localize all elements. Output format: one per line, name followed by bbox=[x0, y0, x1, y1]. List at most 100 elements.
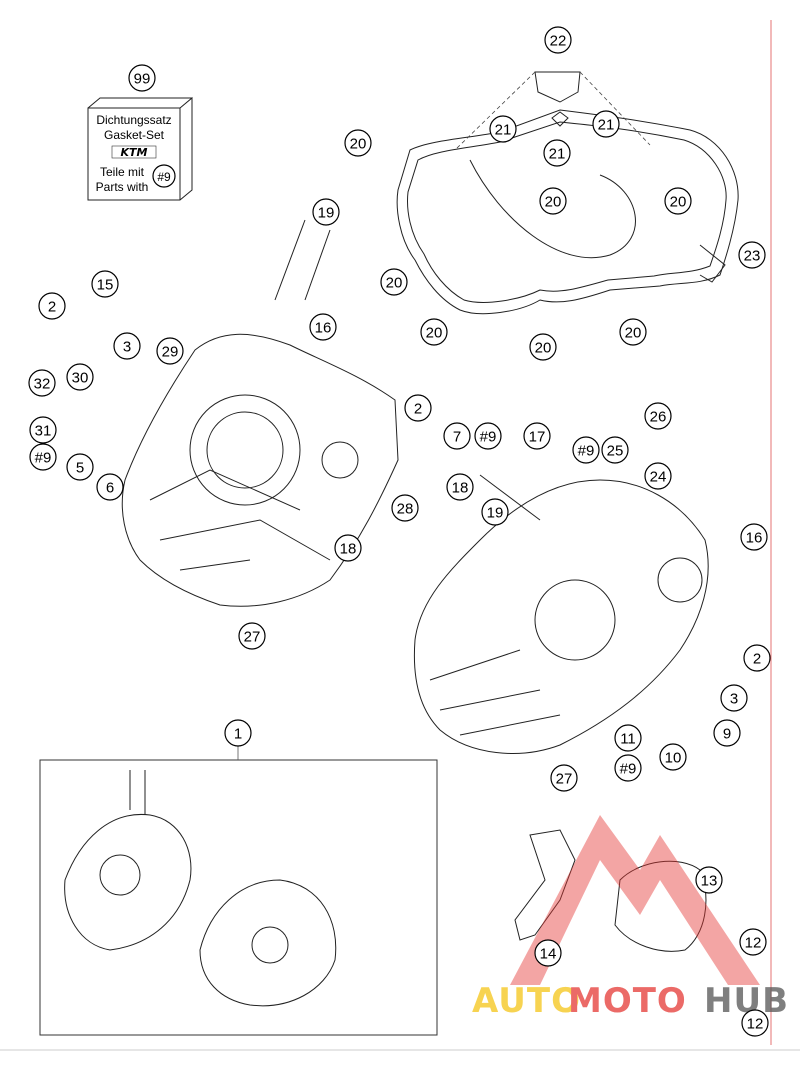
callout-circle bbox=[523, 422, 551, 450]
callout-label: 12 bbox=[745, 935, 762, 952]
callout-15: 15 bbox=[91, 270, 119, 298]
callout-circle bbox=[738, 241, 766, 269]
callout-17: 17 bbox=[523, 422, 551, 450]
callout-circle bbox=[592, 110, 620, 138]
callout-circle bbox=[543, 139, 571, 167]
callout-ref-9: #9 bbox=[572, 436, 600, 464]
callout-circle bbox=[91, 270, 119, 298]
callout-20: 20 bbox=[664, 187, 692, 215]
callout-circle bbox=[695, 866, 723, 894]
callout-label: 20 bbox=[350, 136, 367, 153]
callout-label: 20 bbox=[386, 275, 403, 292]
callout-label: 20 bbox=[426, 325, 443, 342]
callout-20: 20 bbox=[344, 129, 372, 157]
gasket-set-line1: Dichtungssatz bbox=[96, 113, 171, 127]
callout-18: 18 bbox=[446, 473, 474, 501]
callout-label: 14 bbox=[540, 946, 557, 963]
callout-circle bbox=[404, 394, 432, 422]
callout-label: 20 bbox=[670, 194, 687, 211]
callout-label: 12 bbox=[747, 1016, 764, 1033]
right-crankcase-half bbox=[413, 474, 709, 754]
callout-label: 27 bbox=[244, 629, 261, 646]
callout-2: 2 bbox=[743, 644, 771, 672]
callout-21: 21 bbox=[592, 110, 620, 138]
callout-32: 32 bbox=[28, 369, 56, 397]
callout-5: 5 bbox=[66, 453, 94, 481]
callout-ref-9: #9 bbox=[614, 754, 642, 782]
assembly-inset bbox=[39, 742, 438, 1036]
callout-circle bbox=[659, 743, 687, 771]
callout-20: 20 bbox=[539, 187, 567, 215]
gasket-set-line4: Parts with bbox=[96, 180, 149, 194]
callout-31: 31 bbox=[29, 416, 57, 444]
callout-circle bbox=[113, 332, 141, 360]
callout-label: 2 bbox=[48, 299, 56, 316]
callout-14: 14 bbox=[534, 939, 562, 967]
callout-circle bbox=[544, 26, 572, 54]
callout-23: 23 bbox=[738, 241, 766, 269]
watermark-auto: AUTO bbox=[472, 981, 581, 1021]
callout-circle bbox=[312, 198, 340, 226]
callout-label: #9 bbox=[620, 761, 637, 778]
callout-1: 1 bbox=[224, 719, 252, 747]
callout-ref-9: #9 bbox=[474, 422, 502, 450]
callout-10: 10 bbox=[659, 743, 687, 771]
callout-label: 2 bbox=[414, 401, 422, 418]
callout-label: 99 bbox=[134, 71, 151, 88]
callout-27: 27 bbox=[238, 622, 266, 650]
callout-label: #9 bbox=[35, 450, 52, 467]
callout-circle bbox=[572, 436, 600, 464]
callout-circle bbox=[238, 622, 266, 650]
callout-20: 20 bbox=[420, 318, 448, 346]
callout-label: 31 bbox=[35, 423, 52, 440]
callout-20: 20 bbox=[619, 318, 647, 346]
callout-label: 32 bbox=[34, 376, 51, 393]
callout-circle bbox=[601, 436, 629, 464]
callout-circle bbox=[741, 1009, 769, 1037]
callout-20: 20 bbox=[380, 268, 408, 296]
callout-circle bbox=[309, 313, 337, 341]
gasket-set-line3: Teile mit bbox=[100, 165, 145, 179]
callout-circle bbox=[443, 422, 471, 450]
callout-label: 5 bbox=[76, 460, 84, 477]
callout-circle bbox=[446, 473, 474, 501]
callout-30: 30 bbox=[66, 363, 94, 391]
callout-12: 12 bbox=[741, 1009, 769, 1037]
callout-circle bbox=[539, 187, 567, 215]
callout-circle bbox=[739, 928, 767, 956]
callout-3: 3 bbox=[113, 332, 141, 360]
callout-label: 13 bbox=[701, 873, 718, 890]
callout-circle bbox=[481, 498, 509, 526]
callout-circle bbox=[380, 268, 408, 296]
gasket-set-line2: Gasket-Set bbox=[104, 128, 165, 142]
callout-label: 30 bbox=[72, 370, 89, 387]
callout-24: 24 bbox=[644, 462, 672, 490]
callout-circle bbox=[489, 115, 517, 143]
callout-label: 27 bbox=[556, 771, 573, 788]
callout-label: 20 bbox=[545, 194, 562, 211]
callout-label: 19 bbox=[318, 205, 335, 222]
callout-circle bbox=[619, 318, 647, 346]
watermark-logo: AUTO MOTO HUB bbox=[472, 815, 788, 1021]
callout-label: 16 bbox=[315, 320, 332, 337]
callout-label: 7 bbox=[453, 429, 461, 446]
callout-13: 13 bbox=[695, 866, 723, 894]
callout-label: 26 bbox=[650, 409, 667, 426]
crankcase-gasket bbox=[396, 109, 739, 315]
callout-label: 15 bbox=[97, 277, 114, 294]
gasket-set-box: Dichtungssatz Gasket-Set KTM Teile mit P… bbox=[87, 96, 193, 201]
callout-circle bbox=[614, 724, 642, 752]
small-gasket-22 bbox=[454, 71, 651, 151]
callout-21: 21 bbox=[543, 139, 571, 167]
left-crankcase-half bbox=[121, 219, 399, 607]
callout-26: 26 bbox=[644, 402, 672, 430]
callout-3: 3 bbox=[720, 684, 748, 712]
callout-2: 2 bbox=[404, 394, 432, 422]
callout-label: 6 bbox=[106, 480, 114, 497]
callout-28: 28 bbox=[391, 494, 419, 522]
callout-label: 20 bbox=[535, 340, 552, 357]
callout-19: 19 bbox=[481, 498, 509, 526]
callout-27: 27 bbox=[550, 764, 578, 792]
callout-2: 2 bbox=[38, 292, 66, 320]
